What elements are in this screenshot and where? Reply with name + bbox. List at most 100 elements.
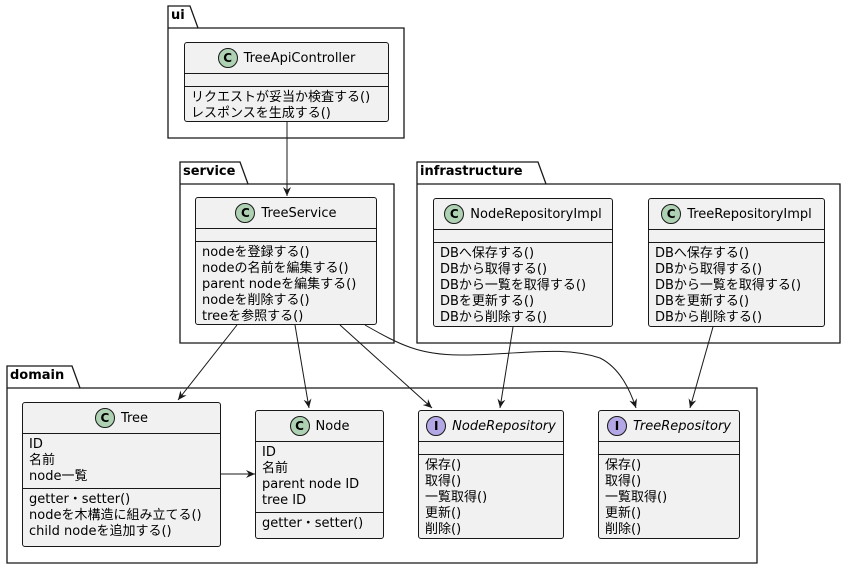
package-infrastructure-frame (416, 161, 841, 344)
class-header: C Tree (23, 403, 220, 433)
class-name: TreeRepositoryImpl (687, 206, 812, 222)
class-header: C Node (256, 411, 383, 441)
class-icon: C (94, 408, 115, 428)
field: 名前 (29, 453, 56, 468)
method: 取得() (425, 474, 462, 489)
edge-service-to-noderepository (339, 324, 433, 409)
package-domain-label: domain (10, 368, 65, 383)
method: nodeを削除する() (202, 293, 310, 308)
methods-section: getter・setter() (256, 512, 383, 535)
edge-treerepositoryimpl-to-treerepository (688, 326, 714, 409)
class-tree-api-controller: C TreeApiController リクエストが妥当か検査する() レスポン… (184, 42, 389, 122)
field: tree ID (262, 493, 307, 508)
methods-section: 保存() 取得() 一覧取得() 更新() 削除() (419, 454, 563, 541)
fields-section (649, 229, 824, 242)
method: DBから削除する() (440, 310, 548, 325)
method: 更新() (605, 506, 642, 521)
class-header: C NodeRepositoryImpl (434, 199, 612, 229)
method: レスポンスを生成する() (191, 106, 331, 121)
class-name: TreeApiController (243, 50, 356, 66)
class-icon: C (289, 416, 310, 436)
method: 削除() (425, 522, 462, 537)
method: 保存() (425, 458, 462, 473)
method: getter・setter() (262, 516, 364, 531)
fields-section (185, 73, 388, 86)
method: DBから削除する() (655, 310, 763, 325)
method: DBへ保存する() (655, 246, 750, 261)
class-tree-service: C TreeService nodeを登録する() nodeの名前を編集する()… (195, 197, 377, 325)
methods-section: 保存() 取得() 一覧取得() 更新() 削除() (599, 454, 739, 541)
method: DBから取得する() (440, 262, 548, 277)
edge-noderepositoryimpl-to-noderepository (497, 326, 514, 409)
field: ID (29, 437, 43, 452)
class-header: C TreeService (196, 198, 376, 228)
edge-service-to-tree (177, 324, 238, 401)
interface-icon: I (426, 416, 447, 436)
fields-section (196, 228, 376, 241)
field: node一覧 (29, 469, 88, 484)
method: nodeの名前を編集する() (202, 261, 349, 276)
class-tree-repository-impl: C TreeRepositoryImpl DBへ保存する() DBから取得する(… (648, 198, 825, 327)
field: 名前 (262, 461, 289, 476)
class-header: C TreeApiController (185, 43, 388, 73)
class-header: I TreeRepository (599, 411, 739, 441)
fields-section (434, 229, 612, 242)
edge-service-to-node (294, 324, 312, 409)
field: parent node ID (262, 477, 360, 492)
method: DBから一覧を取得する() (440, 278, 587, 293)
class-tree: C Tree ID 名前 node一覧 getter・setter() node… (22, 402, 221, 547)
method: DBを更新する() (655, 294, 750, 309)
class-icon: C (217, 48, 238, 68)
method: リクエストが妥当か検査する() (191, 90, 371, 105)
interface-icon: I (607, 416, 627, 436)
package-domain-frame (6, 365, 758, 564)
class-icon: C (235, 203, 256, 223)
fields-section (599, 441, 739, 454)
method: 削除() (605, 522, 642, 537)
class-node: C Node ID 名前 parent node ID tree ID gett… (255, 410, 384, 539)
method: 一覧取得() (425, 490, 488, 505)
method: nodeを登録する() (202, 245, 310, 260)
package-service-label: service (183, 164, 236, 179)
package-ui-label: ui (171, 8, 185, 23)
interface-name: TreeRepository (633, 418, 731, 434)
interface-name: NodeRepository (452, 418, 556, 434)
method: 保存() (605, 458, 642, 473)
method: nodeを木構造に組み立てる() (29, 508, 202, 523)
methods-section: getter・setter() nodeを木構造に組み立てる() child n… (23, 488, 220, 543)
method: DBから一覧を取得する() (655, 278, 802, 293)
fields-section: ID 名前 node一覧 (23, 433, 220, 488)
method: DBを更新する() (440, 294, 535, 309)
method: parent nodeを編集する() (202, 277, 357, 292)
methods-section: DBへ保存する() DBから取得する() DBから一覧を取得する() DBを更新… (649, 242, 824, 329)
fields-section: ID 名前 parent node ID tree ID (256, 441, 383, 512)
class-name: Tree (120, 410, 149, 426)
interface-tree-repository: I TreeRepository 保存() 取得() 一覧取得() 更新() 削… (598, 410, 740, 539)
class-name: NodeRepositoryImpl (470, 206, 602, 222)
methods-section: nodeを登録する() nodeの名前を編集する() parent nodeを編… (196, 241, 376, 328)
package-ui-frame (167, 5, 405, 139)
methods-section: DBへ保存する() DBから取得する() DBから一覧を取得する() DBを更新… (434, 242, 612, 329)
method: DBへ保存する() (440, 246, 535, 261)
method: 更新() (425, 506, 462, 521)
class-header: C TreeRepositoryImpl (649, 199, 824, 229)
class-node-repository-impl: C NodeRepositoryImpl DBへ保存する() DBから取得する(… (433, 198, 613, 327)
fields-section (419, 441, 563, 454)
field: ID (262, 445, 276, 460)
method: getter・setter() (29, 492, 131, 507)
package-infrastructure-label: infrastructure (420, 164, 523, 179)
class-icon: C (444, 204, 465, 224)
methods-section: リクエストが妥当か検査する() レスポンスを生成する() (185, 86, 388, 125)
method: treeを参照する() (202, 309, 304, 324)
method: 取得() (605, 474, 642, 489)
method: 一覧取得() (605, 490, 668, 505)
method: child nodeを追加する() (29, 524, 172, 539)
package-service-frame (179, 161, 395, 344)
class-name: TreeService (261, 205, 337, 221)
edge-service-to-treerepository (364, 324, 637, 409)
interface-node-repository: I NodeRepository 保存() 取得() 一覧取得() 更新() 削… (418, 410, 564, 539)
class-name: Node (315, 418, 350, 434)
class-icon: C (661, 204, 682, 224)
method: DBから取得する() (655, 262, 763, 277)
